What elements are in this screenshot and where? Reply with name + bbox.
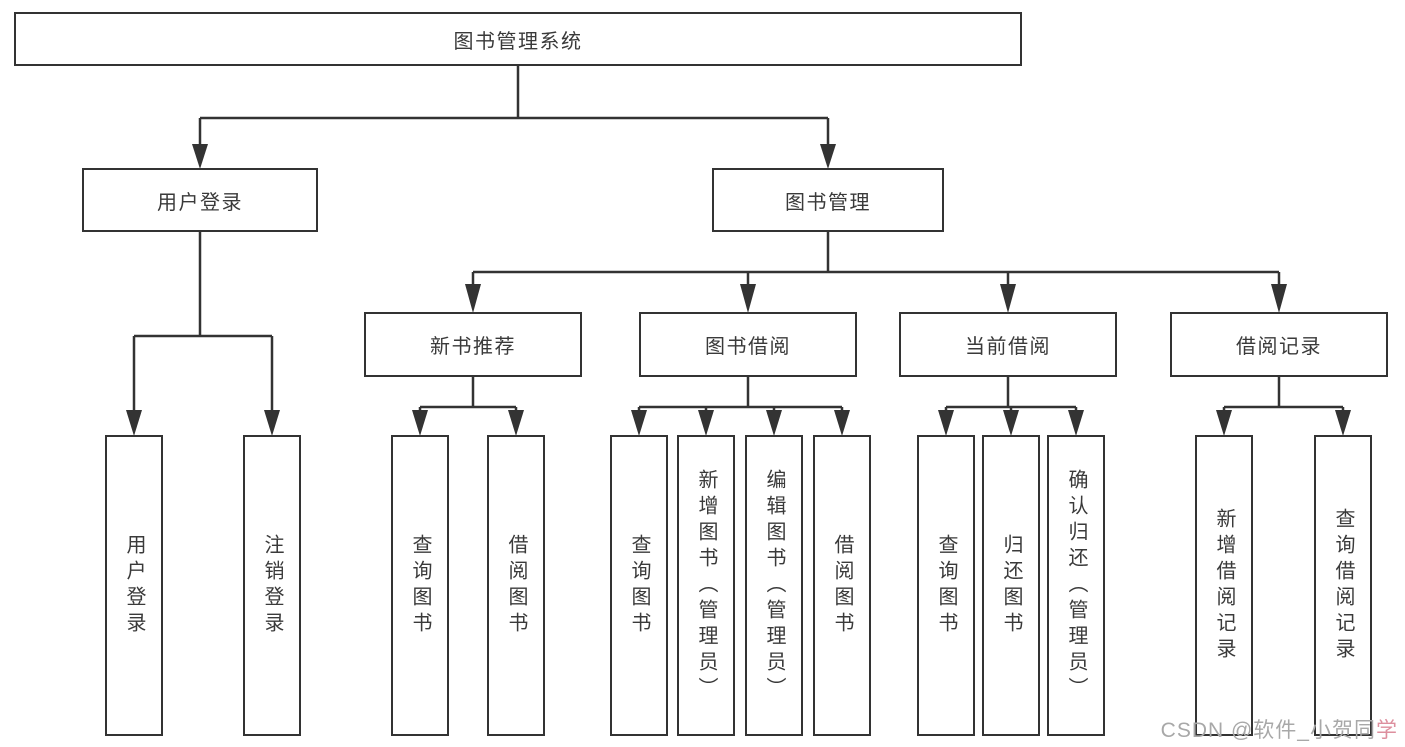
leaf-query-borrow-record: 查询借阅记录 [1314,435,1372,736]
csdn-watermark: CSDN @软件_小贺同学 [1161,714,1398,744]
leaf-add-borrow-record: 新增借阅记录 [1195,435,1253,736]
leaf-label: 借阅图书 [831,533,853,638]
leaf-user-login: 用户登录 [105,435,163,736]
leaf-label: 归还图书 [1000,533,1022,638]
node-current-borrow: 当前借阅 [899,312,1117,377]
leaf-confirm-return-admin: 确认归还（管理员） [1047,435,1105,736]
leaf-label: 新增图书（管理员） [695,468,717,703]
leaf-query-books-borrow: 查询图书 [610,435,668,736]
leaf-label: 用户登录 [123,533,145,638]
leaf-label: 查询图书 [628,533,650,638]
watermark-accent: 学 [1376,719,1398,742]
leaf-logout: 注销登录 [243,435,301,736]
leaf-borrow-books: 借阅图书 [813,435,871,736]
leaf-query-books-current: 查询图书 [917,435,975,736]
leaf-label: 确认归还（管理员） [1065,468,1087,703]
watermark-text: CSDN @软件_小贺同 [1160,719,1376,742]
node-new-book-recommend: 新书推荐 [364,312,582,377]
arrowheads [126,144,1351,436]
node-book-management: 图书管理 [712,168,944,232]
leaf-label: 借阅图书 [505,533,527,638]
leaf-return-books: 归还图书 [982,435,1040,736]
leaf-edit-books-admin: 编辑图书（管理员） [745,435,803,736]
leaf-label: 查询借阅记录 [1332,507,1354,664]
node-library-management-system: 图书管理系统 [14,12,1022,66]
leaf-borrow-books-recommend: 借阅图书 [487,435,545,736]
leaf-query-books-recommend: 查询图书 [391,435,449,736]
leaf-label: 注销登录 [261,533,283,638]
leaf-label: 新增借阅记录 [1213,507,1235,664]
node-book-borrow: 图书借阅 [639,312,857,377]
leaf-label: 查询图书 [935,533,957,638]
leaf-add-books-admin: 新增图书（管理员） [677,435,735,736]
node-borrow-records: 借阅记录 [1170,312,1388,377]
leaf-label: 查询图书 [409,533,431,638]
leaf-label: 编辑图书（管理员） [763,468,785,703]
node-user-login: 用户登录 [82,168,318,232]
